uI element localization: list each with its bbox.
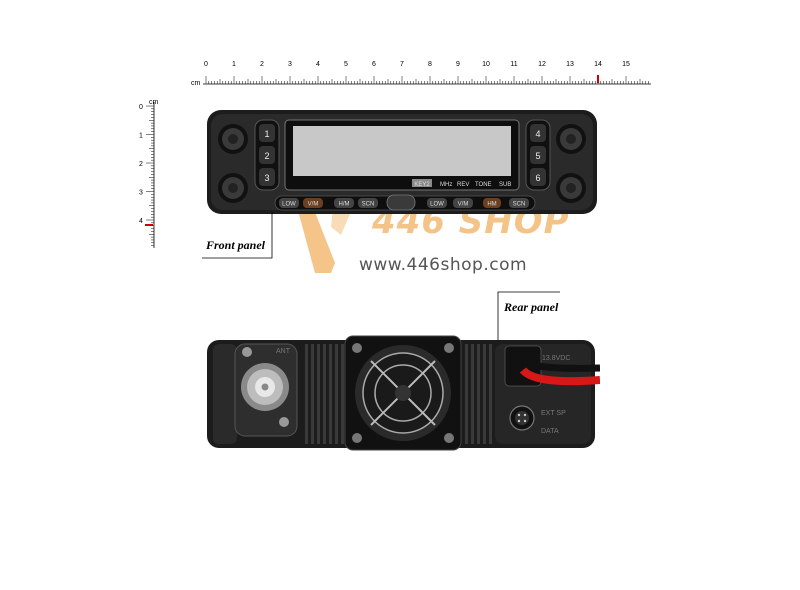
display-label-mhz: MHz xyxy=(440,182,452,188)
power-cable xyxy=(504,345,600,387)
display-label-sub: SUB xyxy=(499,182,511,188)
ruler-tick-label: 6 xyxy=(372,61,376,68)
ruler-tick-label: 1 xyxy=(139,133,143,140)
key-6[interactable]: 6 xyxy=(530,168,546,186)
ruler-tick-label: 10 xyxy=(482,61,490,68)
svg-text:V/M: V/M xyxy=(458,202,469,208)
display-badge: KEY2 xyxy=(414,182,430,188)
watermark-url: www.446shop.com xyxy=(359,255,528,275)
ruler-tick-label: 0 xyxy=(204,61,208,68)
ruler-tick-label: 4 xyxy=(139,218,143,225)
ruler-tick-label: 7 xyxy=(400,61,404,68)
heatsink-fin xyxy=(477,344,480,444)
svg-text:4: 4 xyxy=(535,129,540,139)
ruler-tick-label: 0 xyxy=(139,104,143,111)
button-scn-right[interactable]: SCN xyxy=(509,198,529,208)
ruler-tick-label: 12 xyxy=(538,61,546,68)
heatsink-fin xyxy=(311,344,314,444)
ruler-tick-label: 14 xyxy=(594,61,602,68)
ruler-tick-label: 9 xyxy=(456,61,460,68)
button-scn-left[interactable]: SCN xyxy=(358,198,378,208)
button-center-oval[interactable] xyxy=(386,194,416,211)
heatsink-fin xyxy=(335,344,338,444)
button-hm-left[interactable]: H/M xyxy=(334,198,354,208)
rear-panel-image: ANT 13.8VDC EXT SP DATA xyxy=(207,335,600,451)
ruler-unit-label: cm xyxy=(191,80,201,87)
heatsink-fin xyxy=(341,344,344,444)
ruler-tick-label: 3 xyxy=(139,190,143,197)
front-panel-label: Front panel xyxy=(206,238,266,252)
front-panel-callout-line xyxy=(202,212,273,259)
ruler-tick-label: 4 xyxy=(316,61,320,68)
svg-text:SCN: SCN xyxy=(513,202,526,208)
knob-bottom-right[interactable] xyxy=(556,173,586,203)
svg-text:3: 3 xyxy=(264,173,269,183)
button-vm-right[interactable]: V/M xyxy=(453,198,473,208)
knob-top-left[interactable] xyxy=(218,124,248,154)
svg-text:H/M: H/M xyxy=(339,202,350,208)
ruler-tick-label: 15 xyxy=(622,61,630,68)
heatsink-fin xyxy=(317,344,320,444)
svg-text:5: 5 xyxy=(535,151,540,161)
ruler-tick-label: 1 xyxy=(232,61,236,68)
svg-text:HM: HM xyxy=(487,202,496,208)
ext-sp-label: EXT SP xyxy=(541,410,566,417)
front-panel-image: 1 2 3 4 5 6 KEY2 MHz REV TONE SUB LOW V/… xyxy=(207,110,597,214)
svg-text:V/M: V/M xyxy=(308,202,319,208)
data-label: DATA xyxy=(541,428,559,435)
ruler-tick-label: 2 xyxy=(139,161,143,168)
ant-label: ANT xyxy=(276,348,291,355)
rear-panel-label: Rear panel xyxy=(504,300,559,314)
heatsink-fins xyxy=(305,344,492,444)
ruler-tick-label: 3 xyxy=(288,61,292,68)
key-4[interactable]: 4 xyxy=(530,124,546,142)
svg-text:1: 1 xyxy=(264,129,269,139)
ruler-tick-label: 11 xyxy=(510,61,517,68)
button-hm-right[interactable]: HM xyxy=(483,198,501,208)
button-low-right[interactable]: LOW xyxy=(427,198,447,208)
heatsink-fin xyxy=(483,344,486,444)
ruler-labels: 0 1 2 3 4 xyxy=(139,104,143,225)
svg-text:6: 6 xyxy=(535,173,540,183)
ruler-tick-label: 5 xyxy=(344,61,348,68)
svg-text:2: 2 xyxy=(264,151,269,161)
heatsink-fin xyxy=(489,344,492,444)
svg-text:LOW: LOW xyxy=(430,202,444,208)
knob-bottom-left[interactable] xyxy=(218,173,248,203)
power-label: 13.8VDC xyxy=(542,355,570,362)
ruler-tick-label: 2 xyxy=(260,61,264,68)
ruler-tick-label: 8 xyxy=(428,61,432,68)
antenna-connector[interactable] xyxy=(234,343,298,437)
cooling-fan xyxy=(344,335,462,451)
heatsink-fin xyxy=(329,344,332,444)
key-3[interactable]: 3 xyxy=(259,168,275,186)
svg-text:SCN: SCN xyxy=(362,202,375,208)
key-1[interactable]: 1 xyxy=(259,124,275,142)
key-2[interactable]: 2 xyxy=(259,146,275,164)
ruler-ticks xyxy=(205,76,649,84)
lcd-display xyxy=(293,126,511,176)
button-low-left[interactable]: LOW xyxy=(279,198,299,208)
button-vm-left[interactable]: V/M xyxy=(303,198,323,208)
heatsink-fin xyxy=(465,344,468,444)
ruler-tick-label: 13 xyxy=(566,61,574,68)
heatsink-fin xyxy=(323,344,326,444)
heatsink-fin xyxy=(471,344,474,444)
svg-text:LOW: LOW xyxy=(282,202,296,208)
data-jack[interactable] xyxy=(509,405,535,431)
display-label-tone: TONE xyxy=(475,182,492,188)
heatsink-fin xyxy=(305,344,308,444)
key-5[interactable]: 5 xyxy=(530,146,546,164)
knob-top-right[interactable] xyxy=(556,124,586,154)
display-label-rev: REV xyxy=(457,182,469,188)
